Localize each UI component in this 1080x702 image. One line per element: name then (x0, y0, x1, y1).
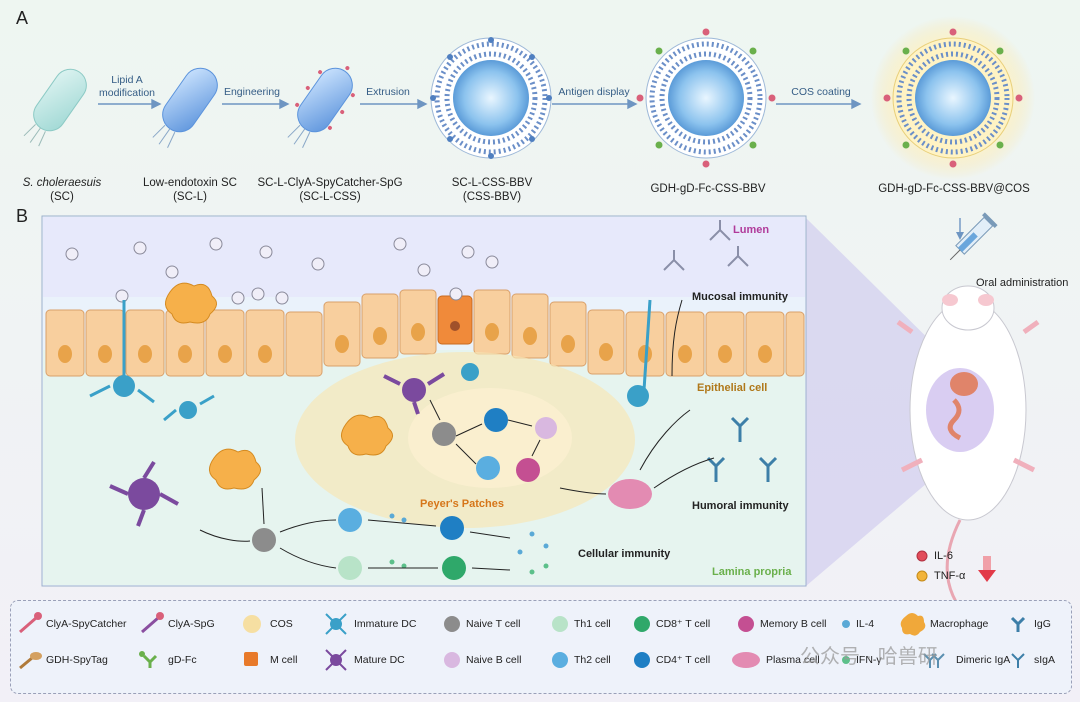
legend-label-siga: sIgA (1034, 654, 1056, 666)
cd8-t-cell-icon (634, 616, 650, 632)
cd4-t-cell (484, 408, 508, 432)
stage-label-gdh: GDH-gD-Fc-CSS-BBV (650, 183, 766, 195)
syringe-icon (949, 212, 998, 261)
legend-label-naive-b-cell: Naive B cell (466, 654, 522, 666)
legend-label-dimeric-iga: Dimeric IgA (956, 654, 1011, 666)
mature-dc-icon (325, 649, 347, 671)
il6-dot (916, 550, 928, 562)
css-bbv-vesicle-icon (430, 37, 552, 159)
arrow-label-extrusion: Extrusion (366, 86, 410, 98)
humoral-immunity-label: Humoral immunity (692, 500, 789, 512)
legend-label-gd-fc: gD-Fc (168, 654, 197, 666)
dimeric-iga-icon (923, 653, 945, 668)
mucosal-immunity-label: Mucosal immunity (692, 291, 788, 303)
il6-label: IL-6 (934, 550, 953, 562)
th1-cell-icon (552, 616, 568, 632)
tnf-dot (916, 570, 928, 582)
peyers-label: Peyer's Patches (420, 498, 504, 510)
legend-label-m-cell: M cell (270, 654, 298, 666)
macrophage-cells (165, 282, 393, 490)
il4-icon (842, 620, 850, 628)
cos-icon (243, 615, 261, 633)
stage-label-scl: Low-endotoxin SC(SC-L) (143, 177, 237, 203)
naive-t-cell-icon (444, 616, 460, 632)
immature-dc-icon (325, 613, 347, 635)
legend-label-mature-dc: Mature DC (354, 654, 405, 666)
naive-t-cell (432, 422, 456, 446)
cellular-immunity-label: Cellular immunity (578, 548, 671, 560)
siga-antibodies (663, 220, 749, 271)
legend-label-clya-spycatcher: ClyA-SpyCatcher (46, 618, 127, 630)
tnf-label: TNF-α (934, 570, 966, 582)
legend-label-immature-dc: Immature DC (354, 618, 417, 630)
panel-b-letter: B (16, 206, 29, 226)
legend-label-plasma-cell: Plasma cell (766, 654, 820, 666)
stage-label-sclcss: SC-L-ClyA-SpyCatcher-SpG(SC-L-CSS) (257, 177, 403, 203)
arrow-label-antigen-display: Antigen display (558, 86, 630, 98)
stage-label-cssbbv: SC-L-CSS-BBV(CSS-BBV) (451, 177, 533, 203)
siga-icon (1011, 653, 1025, 668)
panel-a-graphics (23, 16, 1035, 180)
legend-label-naive-t-cell: Naive T cell (466, 618, 521, 630)
epithelial-label: Epithelial cell (697, 382, 768, 394)
gd-fc-icon (139, 651, 158, 668)
legend-label-cd8-t-cell: CD8⁺ T cell (656, 618, 711, 630)
legend-label-il4: IL-4 (856, 618, 875, 630)
mature-dc-cells (128, 378, 426, 510)
mouse-icon (896, 285, 1040, 682)
gdh-spytag-icon (19, 652, 42, 670)
legend-label-th1-cell: Th1 cell (574, 618, 611, 630)
legend-label-clya-spg: ClyA-SpG (168, 618, 215, 630)
memory-b-cell-icon (738, 616, 754, 632)
plasma-cell-icon (732, 652, 760, 668)
igg-antibodies (706, 416, 778, 482)
m-cell-icon-legend (244, 652, 258, 666)
lamina-label: Lamina propria (712, 566, 792, 578)
oral-administration-label: Oral administration (976, 277, 1069, 289)
epithelial-layer (45, 289, 805, 377)
th2-cell (476, 456, 500, 480)
legend-label-memory-b-cell: Memory B cell (760, 618, 827, 630)
legend-label-ifn-gamma: IFN-γ (856, 654, 882, 666)
scl-bacterium-icon (152, 67, 218, 148)
naive-b-cell (535, 417, 557, 439)
arrow-label-engineering: Engineering (223, 86, 281, 98)
naive-b-cell-icon (444, 652, 460, 668)
immature-dc-cells (113, 363, 649, 419)
legend-label-gdh-spytag: GDH-SpyTag (46, 654, 108, 666)
legend-label-macrophage: Macrophage (930, 618, 989, 630)
stage-label-gdh-cos: GDH-gD-Fc-CSS-BBV@COS (878, 183, 1030, 195)
plasma-cell (608, 479, 652, 509)
legend-box (10, 600, 1072, 694)
macrophage-icon (900, 613, 926, 636)
clya-spg-icon (141, 612, 164, 634)
arrow-label-cos-coating: COS coating (791, 86, 851, 98)
legend-label-cos: COS (270, 618, 293, 630)
memory-b-cell (516, 458, 540, 482)
clya-spycatcher-icon (19, 612, 42, 634)
panel-b-graphics (41, 212, 1040, 682)
igg-icon (1010, 616, 1026, 632)
lumen-label: Lumen (733, 224, 770, 236)
cd4-t-cell-icon (634, 652, 650, 668)
legend-label-th2-cell: Th2 cell (574, 654, 611, 666)
ifn-gamma-icon (842, 656, 850, 664)
sc-bacterium-icon (23, 68, 87, 147)
decrease-arrow-icon (978, 556, 996, 582)
watermark: 公众号 · 哈兽研 (800, 646, 938, 668)
gdh-vesicle-icon (636, 28, 776, 168)
cos-vesicle-icon (871, 16, 1035, 180)
th2-cell-icon (552, 652, 568, 668)
panel-a-letter: A (16, 8, 29, 28)
legend-label-cd4-t-cell: CD4⁺ T cell (656, 654, 711, 666)
legend-label-igg: IgG (1034, 618, 1051, 630)
sclcss-bacterium-icon (287, 66, 355, 148)
stage-label-sc: S. choleraesuis(SC) (22, 177, 102, 203)
